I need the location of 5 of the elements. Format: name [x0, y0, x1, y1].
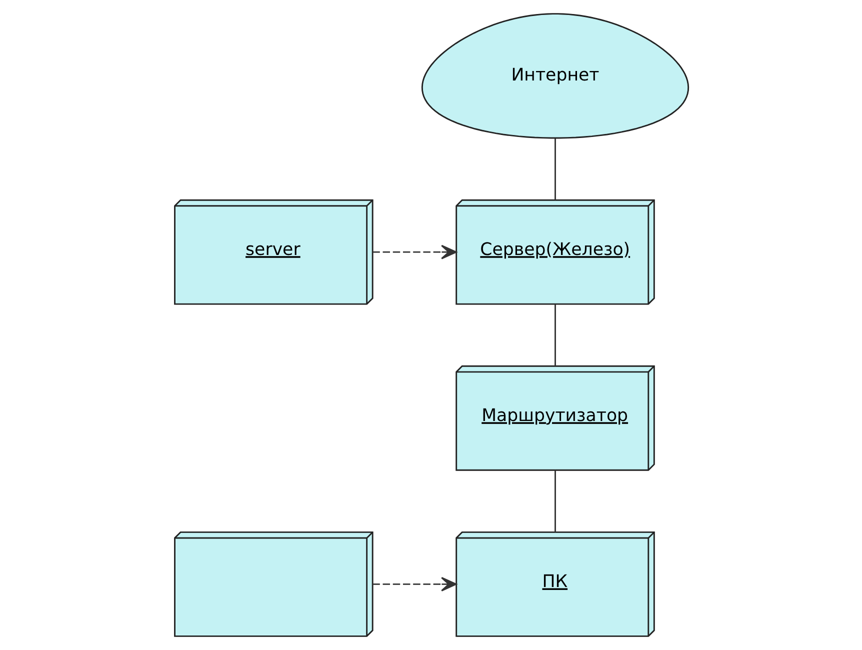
arrow: [372, 576, 456, 592]
connector: [554, 304, 556, 366]
connector: [554, 138, 556, 200]
connector: [554, 470, 556, 532]
arrow: [372, 244, 456, 260]
